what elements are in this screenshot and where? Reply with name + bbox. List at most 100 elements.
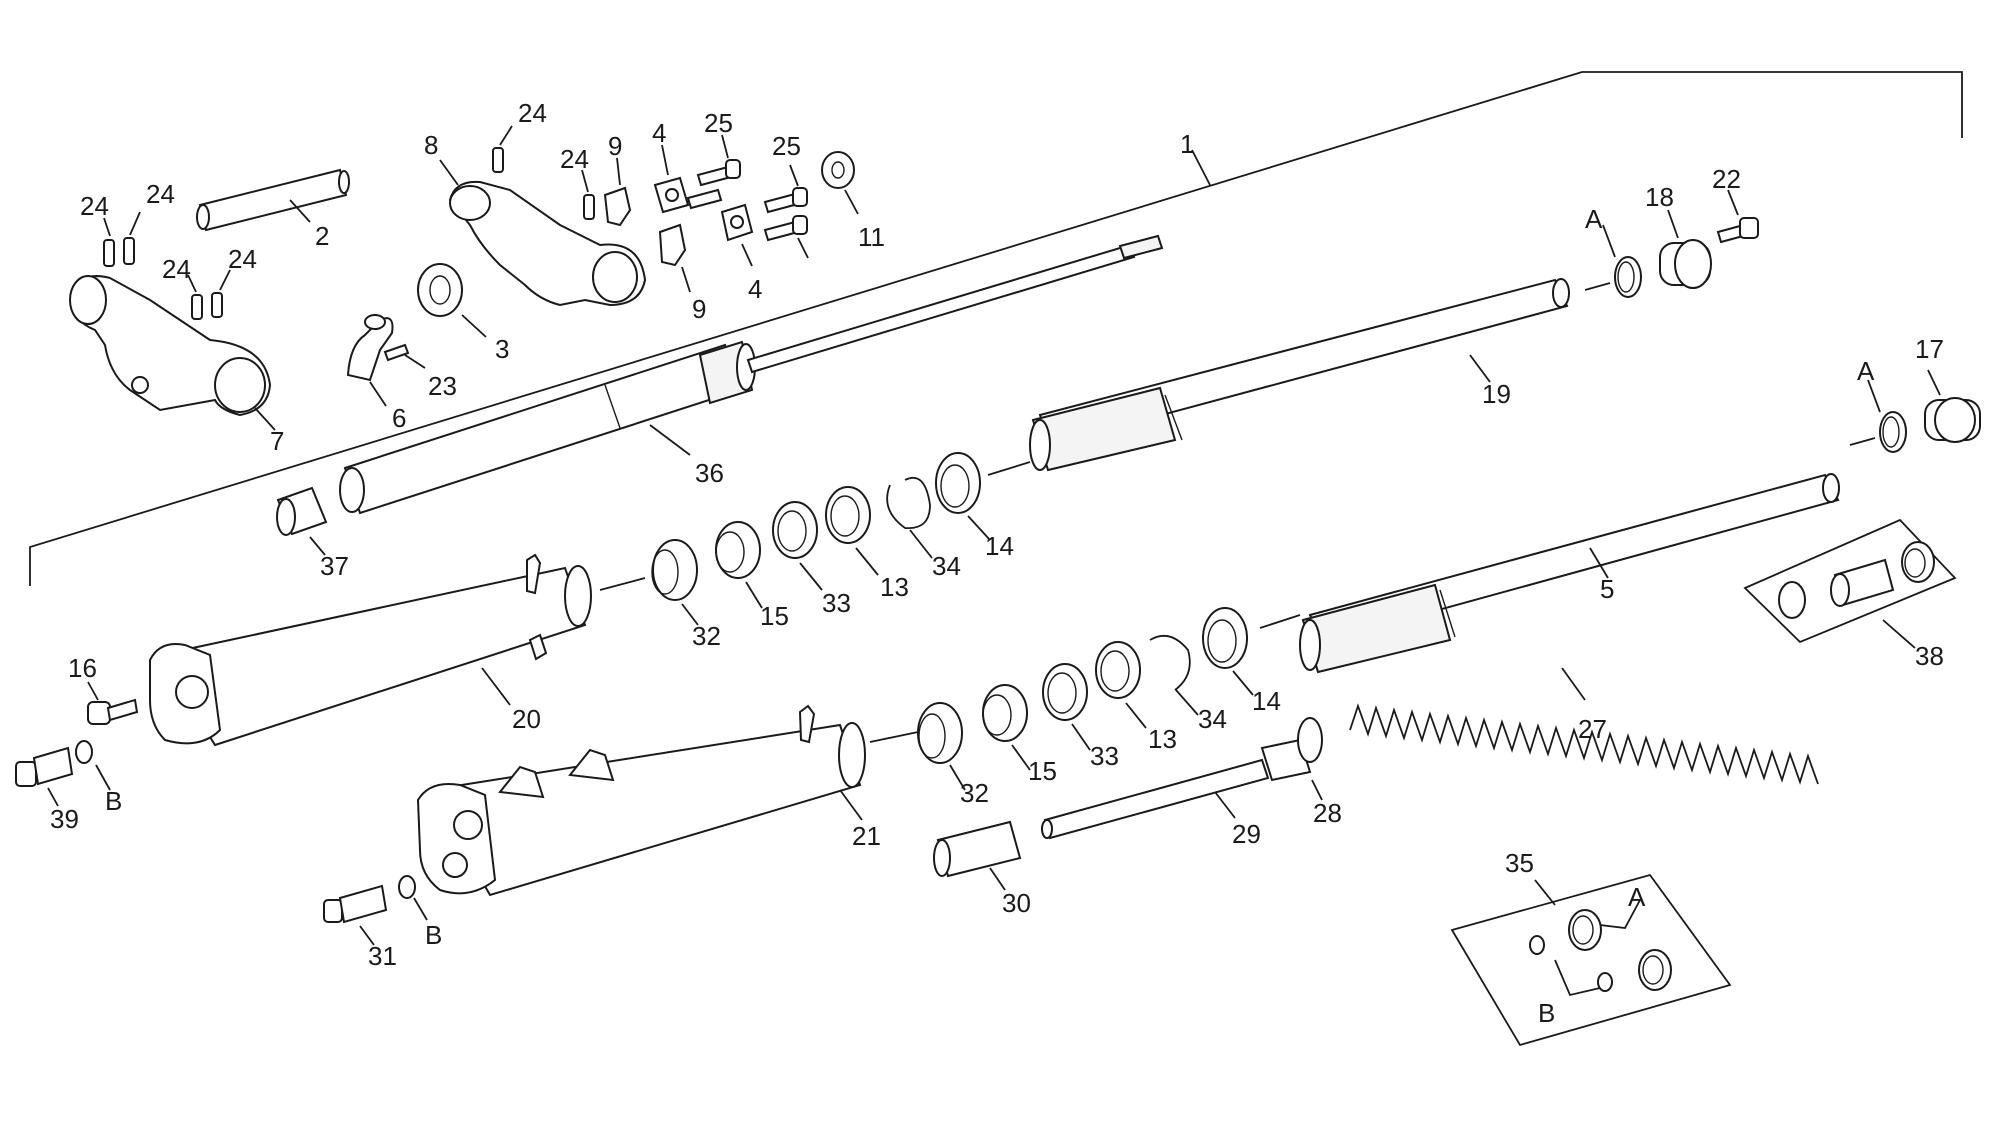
label-20: 20	[512, 704, 541, 734]
label-11: 11	[858, 222, 885, 252]
part-13-seal-lower	[1095, 641, 1147, 729]
label-28: 28	[1313, 798, 1342, 828]
label-2: 2	[315, 221, 329, 251]
part-3-ring-nut	[417, 263, 487, 338]
label-15-lower: 15	[1028, 756, 1057, 786]
part-24-screw-c	[187, 274, 203, 320]
label-36: 36	[695, 458, 724, 488]
label-33-lower: 33	[1090, 741, 1119, 771]
label-6: 6	[392, 403, 406, 433]
part-31-bolt	[323, 884, 388, 946]
label-35: 35	[1505, 848, 1534, 878]
part-2-steering-stem	[196, 168, 350, 232]
label-38: 38	[1915, 641, 1944, 671]
label-31: 31	[368, 941, 397, 971]
part-17-top-cap	[1924, 369, 1981, 443]
label-4-lower: 4	[748, 274, 762, 304]
part-5-tube	[1259, 473, 1840, 674]
part-34-circlip-lower	[1149, 634, 1199, 716]
part-9-clamp-upper	[603, 157, 632, 227]
label-24-b: 24	[146, 179, 175, 209]
label-37: 37	[320, 551, 349, 581]
label-B-kit: B	[1538, 998, 1555, 1028]
part-38-kit	[1743, 518, 1957, 649]
label-9-lower: 9	[692, 294, 706, 324]
label-21: 21	[852, 821, 881, 851]
part-34-circlip	[886, 476, 933, 559]
label-15-upper: 15	[760, 601, 789, 631]
label-32-lower: 32	[960, 778, 989, 808]
part-4-clamp-upper	[653, 144, 690, 214]
part-32-bush	[651, 539, 699, 626]
part-28-rebound-piston	[1260, 717, 1323, 801]
part-15-bush-lower	[982, 684, 1031, 771]
part-A-o-ring-lower	[1849, 379, 1907, 453]
part-32-bush-lower	[917, 702, 966, 791]
label-24-f: 24	[560, 144, 589, 174]
part-13-seal	[825, 486, 879, 576]
label-23: 23	[428, 371, 457, 401]
part-35-o-ring-kit	[1450, 873, 1732, 1047]
part-20-fork-leg	[149, 553, 646, 747]
label-29: 29	[1232, 819, 1261, 849]
part-24-screw-d	[211, 269, 231, 318]
part-27-spring	[1349, 667, 1819, 785]
label-14-lower: 14	[1252, 686, 1281, 716]
part-11-nut	[821, 151, 859, 215]
part-21-fork-leg	[416, 704, 919, 897]
label-33-upper: 33	[822, 588, 851, 618]
label-17: 17	[1915, 334, 1944, 364]
part-7-bottom-yoke	[69, 275, 276, 431]
part-25-screw-d	[763, 215, 809, 259]
callout-labels: 1 2 3 4 4 5 6 7 8 9 9 11 13 13 14 14 15 …	[50, 98, 1944, 1028]
label-32-upper: 32	[692, 621, 721, 651]
part-24-screw-a	[103, 217, 115, 267]
label-30: 30	[1002, 888, 1031, 918]
part-6-bracket	[346, 314, 394, 407]
label-7: 7	[270, 426, 284, 456]
label-14-upper: 14	[985, 531, 1014, 561]
label-1: 1	[1180, 129, 1194, 159]
part-39-bolt	[15, 746, 74, 807]
part-B-washer-middle	[398, 875, 428, 921]
part-B-washer-left	[75, 740, 111, 791]
label-5: 5	[1600, 574, 1614, 604]
label-25-a: 25	[704, 108, 733, 138]
label-4-upper: 4	[652, 118, 666, 148]
part-33-washer-lower	[1042, 663, 1091, 751]
part-24-screw-e	[492, 125, 513, 173]
part-25-screw-a	[696, 134, 741, 187]
label-24-e: 24	[518, 98, 547, 128]
label-27: 27	[1578, 714, 1607, 744]
part-16-screw	[87, 681, 139, 725]
part-30-bush	[933, 820, 1022, 891]
part-15-bush	[715, 521, 763, 609]
label-3: 3	[495, 334, 509, 364]
part-14-dust-seal	[935, 452, 991, 541]
part-19-tube	[987, 278, 1570, 476]
part-9-clamp-lower	[658, 223, 691, 293]
label-34-lower: 34	[1198, 704, 1227, 734]
label-13-upper: 13	[880, 572, 909, 602]
part-24-screw-b	[123, 211, 141, 265]
label-25-b: 25	[772, 131, 801, 161]
part-25-screw-c	[763, 164, 808, 214]
label-16: 16	[68, 653, 97, 683]
part-33-washer	[772, 501, 823, 591]
label-A-kit: A	[1628, 882, 1646, 912]
assembly-bracket-1	[29, 71, 1963, 586]
part-29-damper-rod	[1041, 758, 1270, 840]
part-14-dust-seal-lower	[1202, 607, 1254, 696]
label-B-middle: B	[425, 920, 442, 950]
part-23-screw	[383, 343, 426, 369]
label-B-left: B	[105, 786, 122, 816]
part-24-screw-f	[581, 169, 595, 220]
label-24-a: 24	[80, 191, 109, 221]
label-A-upper: A	[1585, 204, 1603, 234]
part-37-bush	[276, 486, 328, 556]
label-18: 18	[1645, 182, 1674, 212]
part-4-clamp-lower	[720, 203, 754, 267]
part-25-screw-b	[686, 188, 723, 210]
label-22: 22	[1712, 164, 1741, 194]
